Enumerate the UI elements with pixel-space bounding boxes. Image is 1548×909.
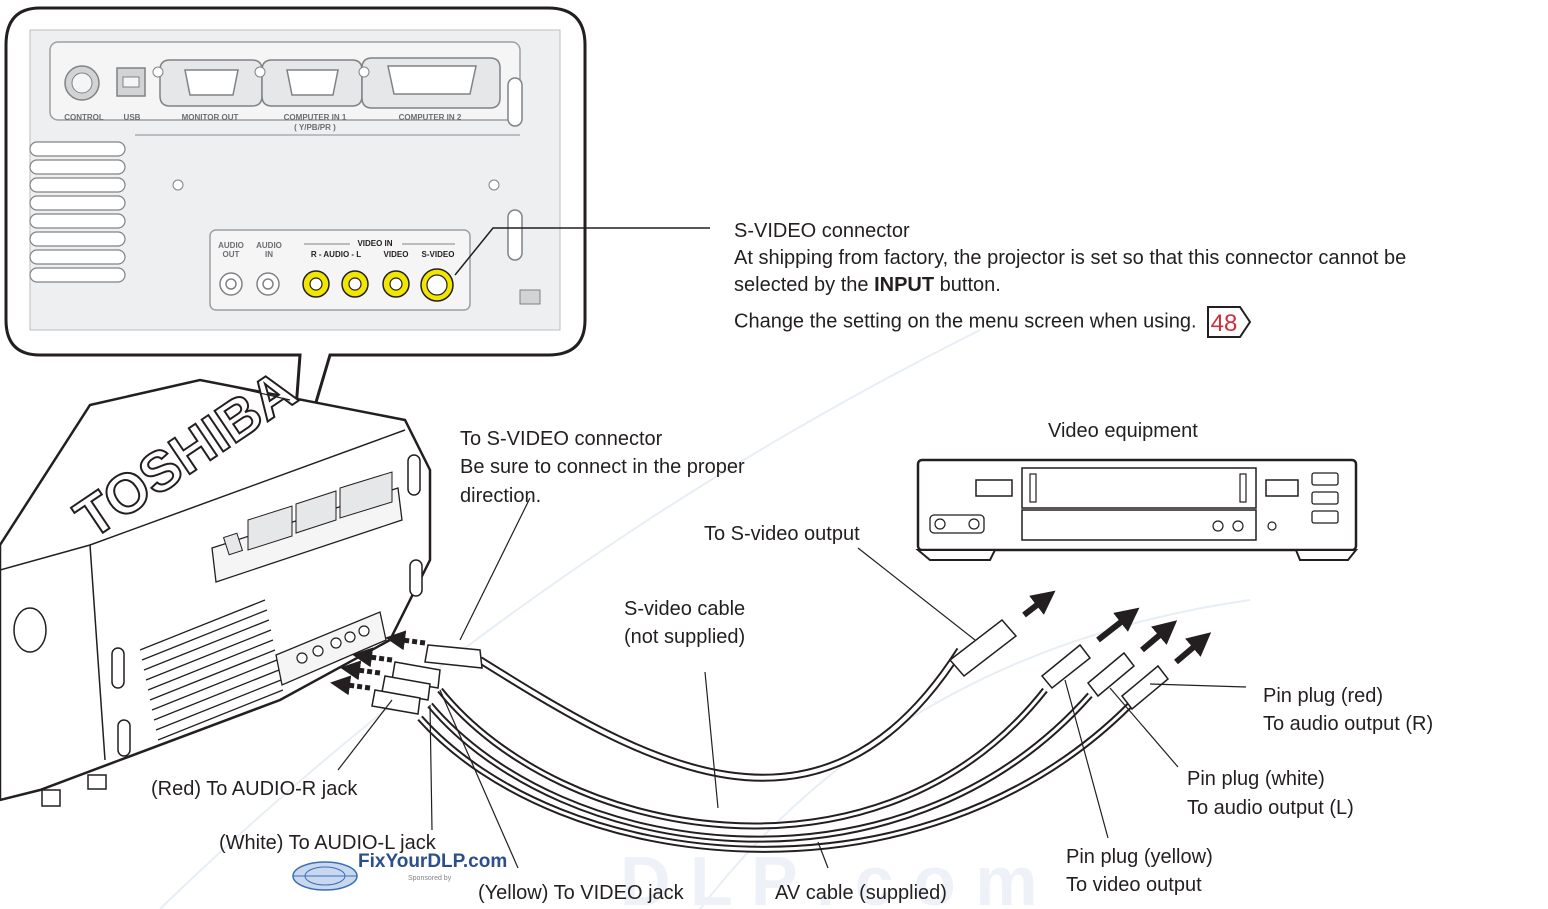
insert-arrows-projector: [330, 630, 426, 696]
panel-label-r-audio-l: R - AUDIO - L: [310, 250, 362, 259]
page-reference-link[interactable]: 48: [1206, 305, 1254, 339]
svideo-note-title: S-VIDEO connector: [734, 220, 910, 242]
label-white-audio-l-jack: (White) To AUDIO-L jack: [219, 832, 436, 854]
panel-label-audio-in-2: IN: [265, 250, 273, 259]
projector-side-plugs: [371, 644, 483, 715]
label-video-output: To video output: [1066, 874, 1202, 896]
panel-label-usb: USB: [123, 113, 141, 122]
zoom-callout-bubble: [4, 6, 587, 491]
panel-label-control: CONTROL: [64, 113, 104, 122]
panel-label-audio-out-2: OUT: [222, 250, 240, 259]
panel-label-computer-in-2: COMPUTER IN 2: [398, 113, 462, 122]
panel-label-s-video: S-VIDEO: [421, 250, 455, 259]
insert-arrows-equipment: [1022, 590, 1212, 665]
svg-text:D L P . c o m: D L P . c o m: [620, 842, 1038, 909]
page-reference-number: 48: [1211, 310, 1238, 337]
panel-label-audio-out: AUDIO: [218, 241, 244, 250]
label-audio-output-r: To audio output (R): [1263, 713, 1434, 735]
equipment-side-plugs: [948, 618, 1170, 711]
label-proper-direction-1: Be sure to connect in the proper: [460, 456, 745, 478]
label-pin-plug-red: Pin plug (red): [1263, 685, 1384, 707]
input-button-name: INPUT: [874, 274, 935, 296]
label-to-svideo-output: To S-video output: [704, 523, 860, 545]
panel-label-video: VIDEO: [383, 250, 409, 259]
watermark-site-name: FixYourDLP.com: [358, 851, 508, 872]
panel-label-computer-in-1: COMPUTER IN 1: [283, 113, 347, 122]
label-av-cable: AV cable (supplied): [775, 882, 947, 904]
video-equipment-illustration: [915, 458, 1359, 561]
label-yellow-video-jack: (Yellow) To VIDEO jack: [478, 882, 684, 904]
svideo-note-line2-pre: selected by the: [734, 274, 875, 296]
panel-label-computer-in-1-sub: ( Y/PB/PR ): [294, 123, 336, 132]
label-svideo-cable-1: S-video cable: [624, 598, 746, 620]
svideo-note-line3: Change the setting on the menu screen wh…: [734, 305, 1254, 339]
leader-lines: [224, 384, 1247, 869]
panel-label-audio-in: AUDIO: [256, 241, 282, 250]
label-svideo-cable-2: (not supplied): [624, 626, 746, 648]
svideo-note-line2: selected by the INPUT button.: [734, 272, 1001, 298]
label-pin-plug-yellow: Pin plug (yellow): [1066, 846, 1213, 868]
svideo-cable: [477, 647, 964, 782]
panel-label-monitor-out: MONITOR OUT: [181, 113, 239, 122]
svideo-note-line2-post: button.: [934, 274, 1001, 296]
label-red-audio-r-jack: (Red) To AUDIO-R jack: [151, 778, 358, 800]
panel-label-video-in: VIDEO IN: [357, 239, 393, 248]
watermark-globe-icon: [292, 861, 358, 891]
svideo-note-line1: At shipping from factory, the projector …: [734, 247, 1407, 269]
label-to-svideo-connector: To S-VIDEO connector: [460, 428, 663, 450]
svideo-note-line3-text: Change the setting on the menu screen wh…: [734, 310, 1197, 333]
label-audio-output-l: To audio output (L): [1187, 797, 1354, 819]
label-video-equipment: Video equipment: [1048, 420, 1198, 442]
av-cable: [417, 687, 1133, 853]
label-pin-plug-white: Pin plug (white): [1187, 768, 1325, 790]
watermark-sponsored: Sponsored by: [408, 875, 452, 882]
projector-illustration: TOSHIBA: [0, 356, 432, 807]
label-proper-direction-2: direction.: [460, 485, 542, 507]
